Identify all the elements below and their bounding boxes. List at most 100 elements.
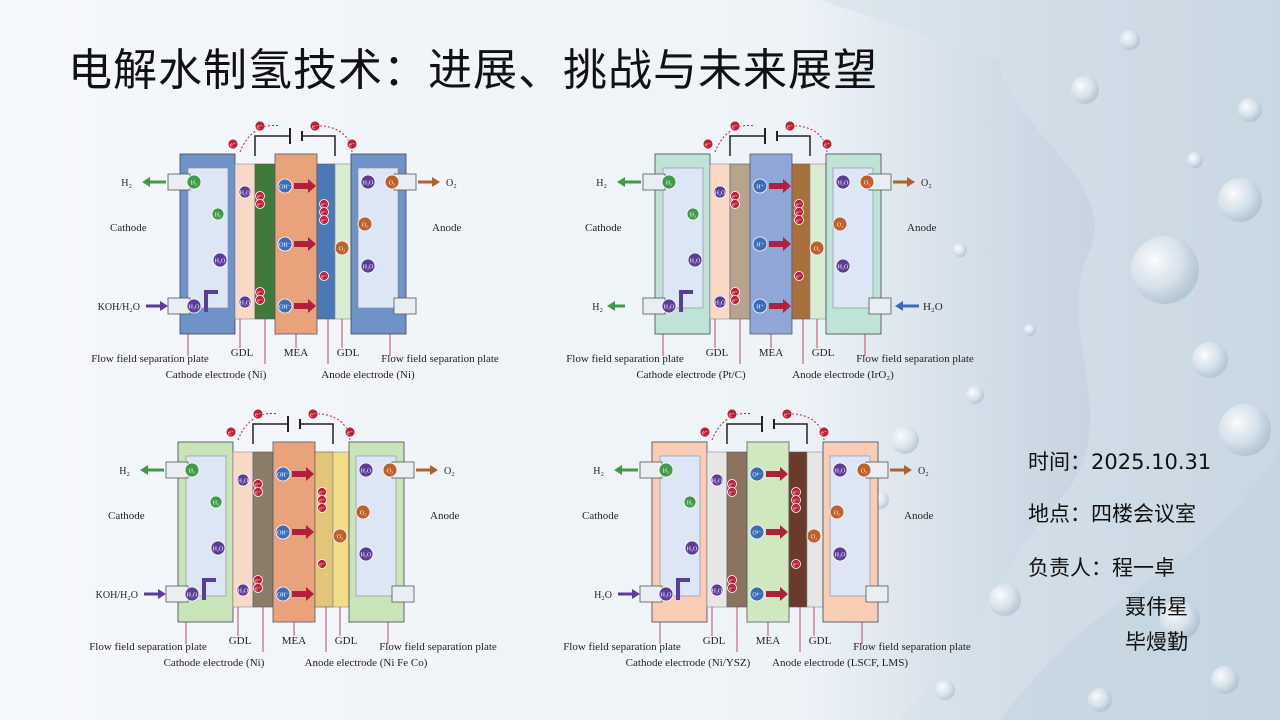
h2-molecule-icon: H₂ [686, 207, 700, 221]
svg-text:O₂: O₂ [360, 511, 366, 517]
o2-arrow-head [432, 177, 440, 187]
svg-text:H₂O: H₂O [664, 305, 675, 311]
svg-text:e⁻: e⁻ [255, 413, 261, 419]
svg-text:O₂: O₂ [362, 223, 368, 229]
cathode-label: Cathode [585, 222, 622, 234]
h2o-molecule-icon: H₂O [184, 586, 200, 602]
h2o-molecule-icon: H₂O [713, 185, 727, 199]
o2-molecule-icon: O₂ [357, 216, 373, 232]
feed-label: KOH/H₂O [98, 302, 140, 313]
svg-text:H₂O: H₂O [238, 479, 249, 485]
svg-text:e⁻: e⁻ [787, 125, 793, 131]
svg-text:e⁻: e⁻ [793, 563, 799, 569]
svg-text:H₂O: H₂O [687, 547, 698, 553]
o2-label: O₂ [918, 466, 929, 477]
svg-text:e⁻: e⁻ [255, 483, 261, 489]
electron-icon: e⁻ [794, 271, 804, 281]
feed-in-arrow [158, 589, 166, 599]
anode-label: Anode [432, 222, 461, 234]
svg-text:e⁻: e⁻ [319, 507, 325, 513]
anode-label: Anode [430, 510, 459, 522]
svg-text:e⁻: e⁻ [347, 431, 353, 437]
ion-icon: OH⁻ [277, 236, 293, 252]
h2-label: H₂ [119, 466, 130, 477]
anode-label: Anode [907, 222, 936, 234]
svg-text:H₂O: H₂O [240, 191, 251, 197]
svg-text:H₂O: H₂O [240, 301, 251, 307]
o2-label: O₂ [444, 466, 455, 477]
svg-text:e⁻: e⁻ [257, 195, 263, 201]
electron-icon: e⁻ [252, 408, 264, 420]
svg-text:H₂: H₂ [213, 501, 219, 507]
svg-text:H⁺: H⁺ [756, 184, 764, 191]
ion-transport-arrow [306, 525, 314, 539]
electron-icon: e⁻ [791, 559, 801, 569]
flow-plate-right-label: Flow field separation plate [381, 353, 499, 365]
electron-icon: e⁻ [253, 487, 263, 497]
feed-in-arrow [160, 301, 168, 311]
svg-text:H₂O: H₂O [189, 305, 200, 311]
h2-molecule-icon: H₂ [211, 207, 225, 221]
h2-molecule-icon: H₂ [209, 495, 223, 509]
svg-text:e⁻: e⁻ [732, 203, 738, 209]
svg-text:e⁻: e⁻ [257, 299, 263, 305]
ion-transport-arrow [780, 525, 788, 539]
o2-molecule-icon: O₂ [859, 174, 875, 190]
electron-icon: e⁻ [344, 426, 356, 438]
svg-text:e⁻: e⁻ [255, 491, 261, 497]
ion-transport-arrow [308, 179, 316, 193]
feed-label: H₂O [923, 301, 943, 313]
o2-molecule-icon: O₂ [355, 504, 371, 520]
svg-text:H₂: H₂ [666, 181, 672, 187]
svg-text:H₂O: H₂O [238, 589, 249, 595]
svg-text:e⁻: e⁻ [793, 507, 799, 513]
owner-name-3: 毕熳勤 [1125, 630, 1188, 654]
h2o-molecule-icon: H₂O [358, 462, 374, 478]
electron-icon: e⁻ [791, 495, 801, 505]
svg-text:H₂O: H₂O [361, 553, 372, 559]
ion-icon: H⁺ [752, 298, 768, 314]
h2o-molecule-icon: H₂O [238, 185, 252, 199]
o2-arrow-head [430, 465, 438, 475]
flow-plate-right-label: Flow field separation plate [856, 353, 974, 365]
svg-text:H₂O: H₂O [363, 265, 374, 271]
svg-text:H₂: H₂ [687, 501, 693, 507]
electron-icon: e⁻ [784, 120, 796, 132]
svg-text:H₂: H₂ [690, 213, 696, 219]
electron-icon: e⁻ [729, 120, 741, 132]
anode-electrode-label: Anode electrode (LSCF, LMS) [772, 657, 908, 669]
h2o-molecule-icon: H₂O [210, 540, 226, 556]
flow-plate-left-label: Flow field separation plate [89, 641, 207, 653]
h2o-molecule-icon: H₂O [713, 295, 727, 309]
svg-text:H₂O: H₂O [363, 181, 374, 187]
meeting-place: 地点：四楼会议室 [1028, 502, 1196, 526]
svg-text:OH⁻: OH⁻ [279, 243, 291, 249]
gdl-left-label: GDL [706, 347, 729, 359]
h2o-molecule-icon: H₂O [710, 583, 724, 597]
svg-text:O₂: O₂ [837, 223, 843, 229]
svg-text:O₂: O₂ [814, 247, 820, 253]
h2o-molecule-icon: H₂O [236, 583, 250, 597]
svg-text:e⁻: e⁻ [705, 143, 711, 149]
svg-text:e⁻: e⁻ [228, 431, 234, 437]
feed-in-arrow [895, 301, 903, 311]
anode-label: Anode [904, 510, 933, 522]
h2-molecule-icon: H₂ [658, 462, 674, 478]
o2-arrow-head [907, 177, 915, 187]
o2-molecule-icon: O₂ [382, 462, 398, 478]
anode-electrode [314, 451, 334, 608]
h2o-molecule-icon: H₂O [212, 252, 228, 268]
h2o-molecule-icon: H₂O [360, 174, 376, 190]
o2-molecule-icon: O₂ [856, 462, 872, 478]
ion-icon: O²⁻ [749, 524, 765, 540]
svg-text:e⁻: e⁻ [319, 491, 325, 497]
electron-icon: e⁻ [781, 408, 793, 420]
svg-text:O₂: O₂ [811, 535, 817, 541]
mea-label: MEA [284, 347, 309, 359]
ion-icon: OH⁻ [275, 524, 291, 540]
h2o-molecule-icon: H₂O [835, 258, 851, 274]
svg-text:e⁻: e⁻ [230, 143, 236, 149]
svg-text:H₂O: H₂O [661, 593, 672, 599]
electron-icon: e⁻ [346, 138, 358, 150]
anode-electrode-label: Anode electrode (Ni Fe Co) [305, 657, 428, 669]
